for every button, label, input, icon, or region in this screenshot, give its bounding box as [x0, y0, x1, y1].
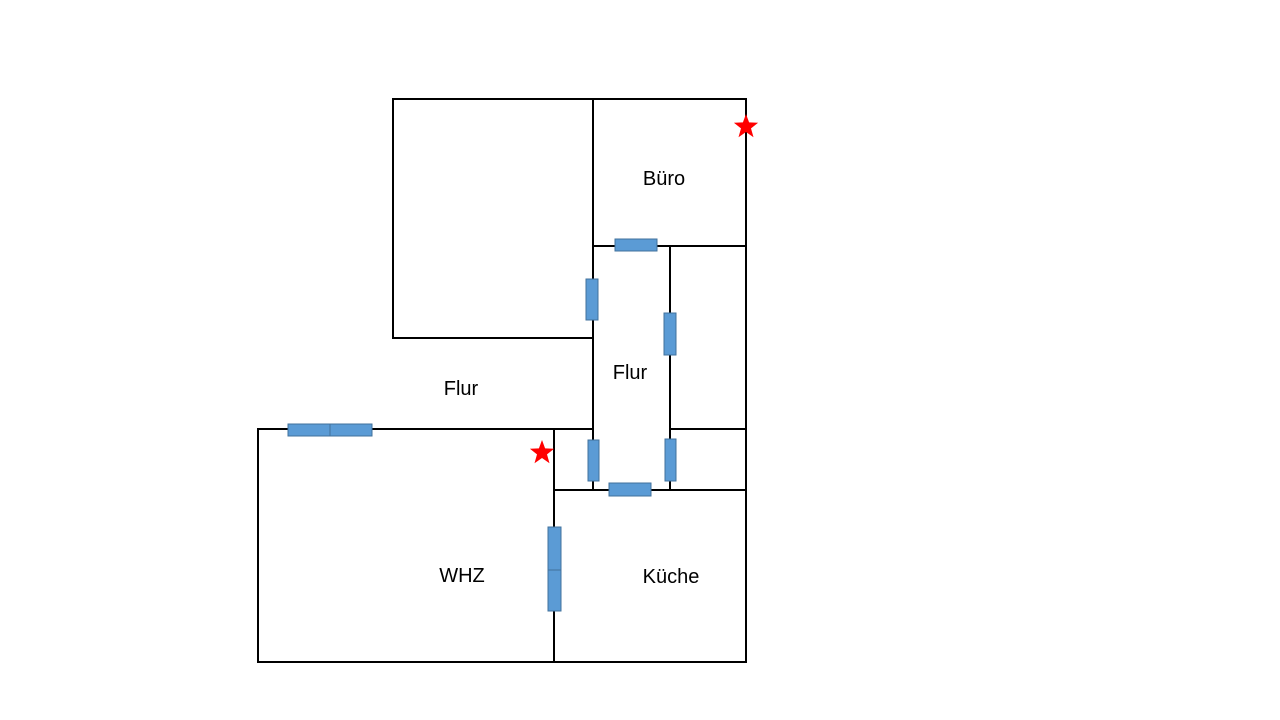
- star-icon: [529, 440, 555, 464]
- door-whz-left: [287, 423, 331, 437]
- markers: [529, 114, 759, 464]
- room-label-whz: WHZ: [439, 565, 485, 587]
- room-labels: Büro Flur Flur WHZ Küche: [439, 168, 699, 588]
- doors: [287, 238, 677, 612]
- room-label-flur-main: Flur: [444, 378, 479, 400]
- room-unlabeled-northwest: [392, 98, 594, 339]
- door-northwest-room: [585, 278, 599, 321]
- room-label-flur-corridor: Flur: [613, 362, 648, 384]
- door-kitchen: [608, 482, 652, 497]
- door-buero: [614, 238, 658, 252]
- door-corridor-southwest: [587, 439, 600, 482]
- door-corridor-southeast: [664, 438, 677, 482]
- room-whz: [257, 428, 555, 663]
- door-whz-kitchen-upper: [547, 526, 562, 571]
- door-whz-kitchen-lower: [547, 569, 562, 612]
- door-east-storage: [663, 312, 677, 356]
- star-icon: [733, 114, 759, 138]
- door-whz-right: [329, 423, 373, 437]
- room-label-kueche: Küche: [643, 566, 700, 588]
- room-label-buero: Büro: [643, 168, 685, 190]
